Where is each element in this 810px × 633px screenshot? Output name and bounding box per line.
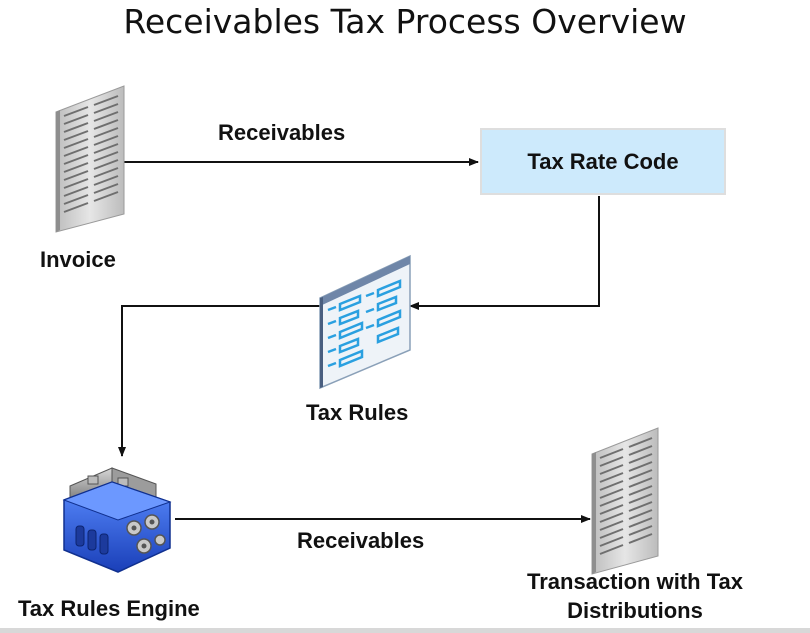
arrow-tax-rules-to-engine: [118, 305, 320, 457]
transaction-label-line1: Transaction with Tax: [527, 569, 743, 594]
tax-rules-engine-icon: [62, 467, 172, 573]
transaction-document-icon: [591, 427, 659, 575]
transaction-label-line2: Distributions: [567, 598, 703, 623]
tax-rules-engine-label: Tax Rules Engine: [18, 596, 200, 621]
tax-rules-form-icon: [319, 254, 411, 390]
invoice-label: Invoice: [40, 247, 116, 272]
tax-rules-label: Tax Rules: [306, 400, 409, 425]
invoice-document-icon: [55, 85, 125, 233]
tax-rate-code-box: Tax Rate Code: [480, 128, 726, 195]
edge-label-bottom: Receivables: [297, 528, 425, 553]
edge-label-top: Receivables: [218, 120, 346, 145]
bottom-divider: [0, 628, 810, 633]
diagram-title: Receivables Tax Process Overview: [123, 2, 687, 41]
arrow-tax-rate-code-to-tax-rules: [409, 196, 600, 310]
